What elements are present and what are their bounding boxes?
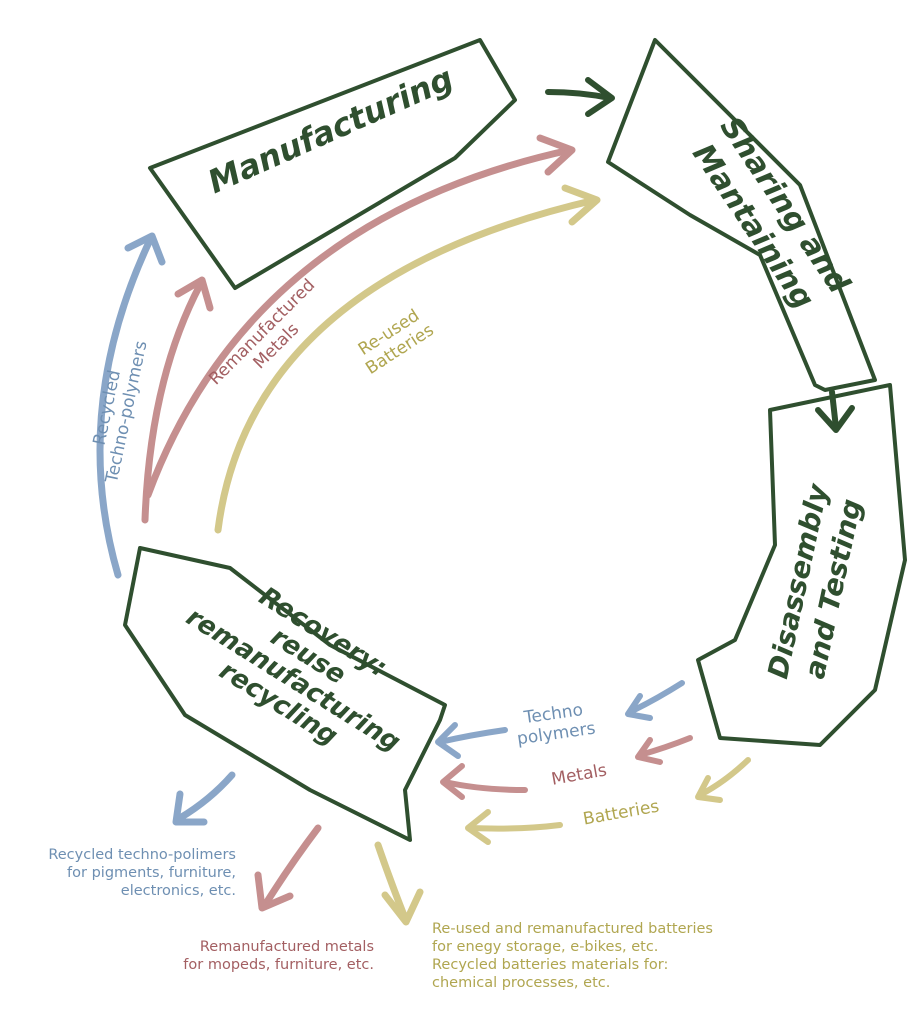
flow-arrow-red-metals — [141, 134, 576, 524]
cycle-arrow-sharing-to-disassembly — [815, 389, 855, 433]
output-text-polymers: Recycled techno-polimers for pigments, f… — [0, 846, 236, 900]
stage-sharing-maintaining: Sharing and Mantaining — [606, 38, 877, 392]
sharing-shape — [606, 38, 877, 392]
label-reused-batteries: Re-used Batteries — [355, 306, 438, 379]
stage-disassembly-testing: Disassembly and Testing — [696, 383, 907, 747]
batteries-line2: for enegy storage, e-bikes, etc. — [432, 939, 659, 955]
polymers-line1: Recycled techno-polimers — [48, 847, 236, 863]
label-metals: Metals — [550, 760, 609, 789]
flow-arrow-metals-small — [440, 735, 693, 800]
disassembly-shape — [696, 383, 907, 747]
flow-arrow-blue-polymers — [96, 232, 166, 579]
polymers-line2: for pigments, furniture, — [67, 865, 236, 881]
flow-arrow-batteries-small — [465, 757, 751, 845]
metals-line2: for mopeds, furniture, etc. — [183, 957, 374, 973]
polymers-line3: electronics, etc. — [120, 883, 236, 899]
flow-arrow-yellow-batteries — [214, 184, 601, 534]
stage-recovery: Recovery: reuse remanufacturing recyclin… — [123, 546, 447, 842]
batteries-line4: chemical processes, etc. — [432, 975, 611, 991]
output-arrow-red — [254, 824, 322, 912]
manufacturing-shape — [148, 38, 517, 290]
recovery-shape — [123, 546, 447, 842]
metals-line1: Remanufactured metals — [199, 939, 374, 955]
output-text-batteries: Re-used and remanufactured batteries for… — [432, 920, 812, 992]
label-recycled-techno-polymers: Recycled Techno-polymers — [90, 339, 152, 486]
output-arrow-yellow — [374, 841, 424, 926]
output-text-metals: Remanufactured metals for mopeds, furnit… — [112, 938, 374, 974]
output-arrow-blue — [172, 771, 236, 826]
batteries-line3: Recycled batteries materials for: — [432, 957, 669, 973]
flow-arrow-techno-polymers-small — [435, 680, 685, 759]
label-batteries: Batteries — [582, 797, 661, 830]
label-techno-polymers: Techno polymers — [516, 700, 597, 749]
batteries-line1: Re-used and remanufactured batteries — [432, 921, 713, 937]
cycle-arrow-manufacturing-to-sharing — [545, 77, 615, 117]
